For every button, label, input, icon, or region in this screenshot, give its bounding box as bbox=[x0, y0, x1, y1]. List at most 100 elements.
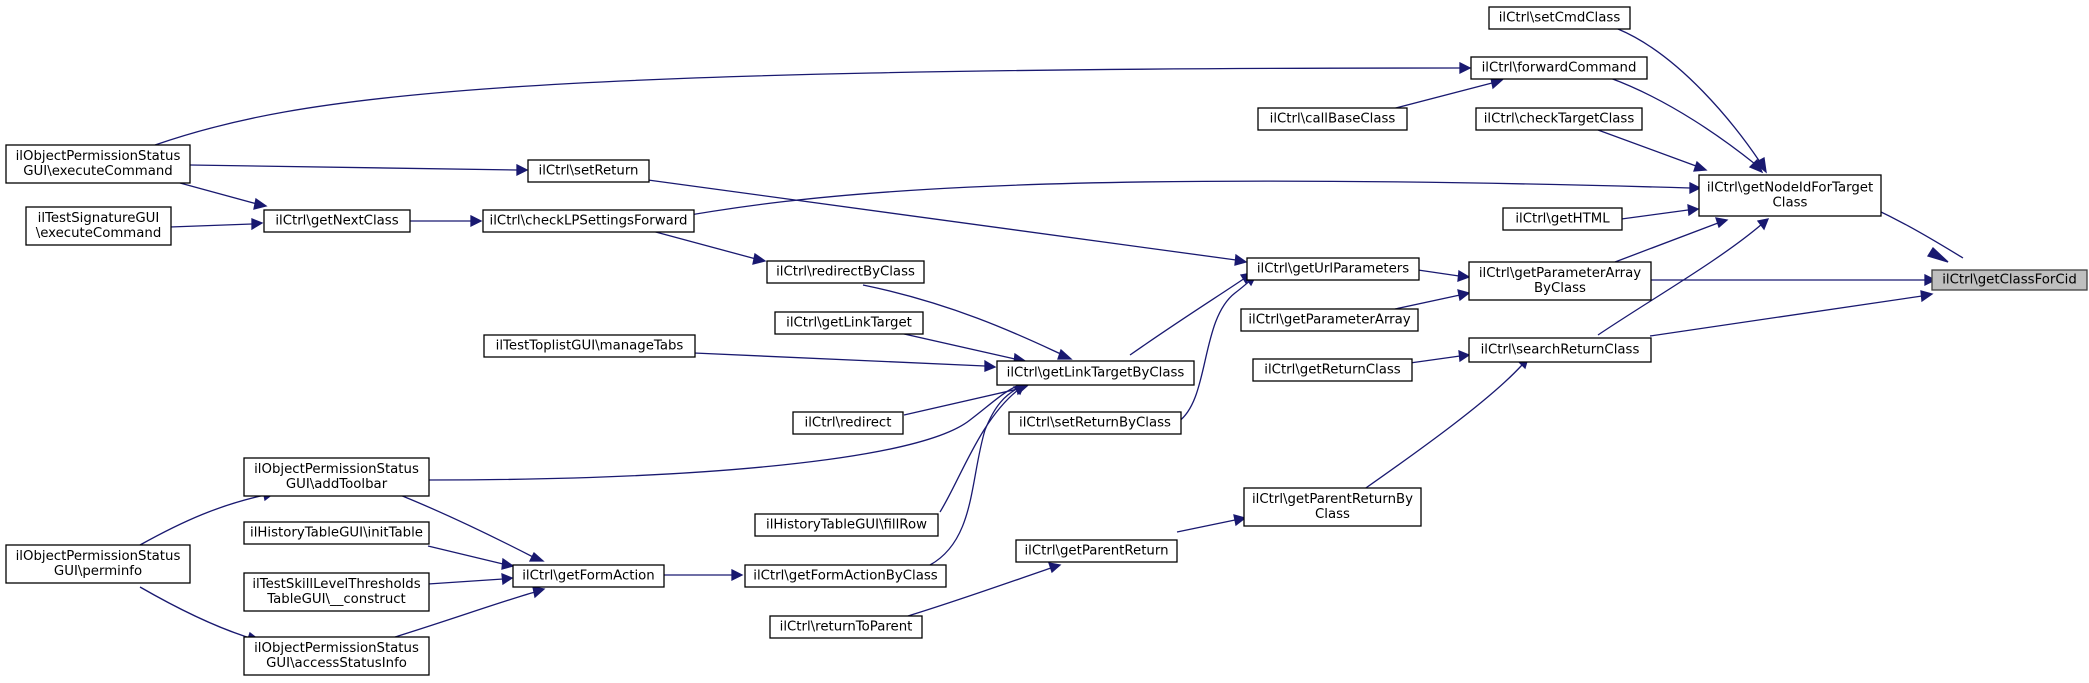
node-box bbox=[5, 544, 191, 584]
node-box bbox=[5, 144, 191, 184]
node-box bbox=[1931, 269, 2088, 291]
node-set-cmd-class[interactable]: ilCtrl\setCmdClass bbox=[1488, 6, 1631, 30]
node-search-return-class[interactable]: ilCtrl\searchReturnClass bbox=[1468, 337, 1652, 363]
node-box bbox=[243, 521, 430, 545]
edge-getformaction-to-getformactionbyclass bbox=[664, 568, 744, 582]
node-label: ByClass bbox=[1534, 281, 1586, 296]
node-get-html[interactable]: ilCtrl\getHTML bbox=[1502, 207, 1623, 231]
edge-searchreturnclass-to-getclassforcid bbox=[1649, 290, 1934, 337]
node-construct[interactable]: ilTestSkillLevelThresholdsTableGUI\__con… bbox=[243, 572, 430, 612]
node-box bbox=[1252, 358, 1413, 382]
node-label: ilObjectPermissionStatus bbox=[16, 149, 181, 164]
node-label: ilCtrl\checkLPSettingsForward bbox=[490, 214, 688, 229]
node-label: ilCtrl\getClassForCid bbox=[1942, 273, 2077, 288]
edge-redirect-to-getlinktargetbyclass bbox=[903, 383, 1029, 416]
node-access-status-info[interactable]: ilObjectPermissionStatusGUI\accessStatus… bbox=[243, 636, 430, 676]
node-label: ilCtrl\getFormActionByClass bbox=[753, 569, 938, 584]
node-label: ilCtrl\getLinkTarget bbox=[786, 316, 912, 331]
node-box bbox=[512, 564, 665, 588]
edge-searchreturnclass-to-getnodeid bbox=[1597, 218, 1770, 336]
edge-callbaseclass-to-forwardcommand bbox=[1387, 77, 1504, 111]
edge-getparameterarray-to-getparameterarraybyclass bbox=[1394, 289, 1471, 310]
edge-setcmdclass-to-getnodeid bbox=[1617, 28, 1767, 174]
node-label: \executeCommand bbox=[36, 226, 162, 241]
edge-getparameterarraybyclass-to-getnodeid bbox=[1614, 217, 1729, 263]
node-init-table[interactable]: ilHistoryTableGUI\initTable bbox=[243, 521, 430, 545]
node-get-url-parameters[interactable]: ilCtrl\getUrlParameters bbox=[1246, 257, 1420, 281]
node-box bbox=[1470, 56, 1648, 80]
node-get-parameter-array[interactable]: ilCtrl\getParameterArray bbox=[1240, 308, 1419, 332]
edge-opsexecutecommand-to-forwardcommand bbox=[154, 61, 1472, 146]
node-box bbox=[1698, 174, 1882, 217]
node-label: ilHistoryTableGUI\initTable bbox=[250, 526, 423, 541]
node-get-next-class[interactable]: ilCtrl\getNextClass bbox=[263, 209, 411, 233]
node-label: ilCtrl\forwardCommand bbox=[1482, 61, 1637, 76]
node-get-link-target-by-class[interactable]: ilCtrl\getLinkTargetByClass bbox=[996, 360, 1195, 386]
node-label: TableGUI\__construct bbox=[266, 592, 406, 607]
node-call-base-class[interactable]: ilCtrl\callBaseClass bbox=[1257, 107, 1408, 131]
node-label: ilCtrl\setReturn bbox=[539, 164, 639, 179]
node-set-return[interactable]: ilCtrl\setReturn bbox=[527, 159, 650, 183]
node-set-return-by-class[interactable]: ilCtrl\setReturnByClass bbox=[1008, 411, 1182, 435]
edge-setreturn-to-geturlparameters bbox=[647, 179, 1248, 266]
edge-getparameterarraybyclass-to-getclassforcid bbox=[1650, 273, 1937, 287]
node-label: Class bbox=[1773, 196, 1808, 211]
edge-addtoolbar-to-getformaction bbox=[394, 492, 545, 562]
edge-geturlparameters-to-getparameterarraybyclass bbox=[1417, 269, 1471, 282]
node-check-lpsettings-forward[interactable]: ilCtrl\checkLPSettingsForward bbox=[482, 209, 695, 233]
edge-getformactionbyclass-to-getlinktargetbyclass bbox=[929, 383, 1029, 566]
node-box bbox=[1468, 261, 1652, 301]
node-label: ilCtrl\getParameterArray bbox=[1248, 313, 1410, 328]
node-get-link-target[interactable]: ilCtrl\getLinkTarget bbox=[774, 311, 924, 335]
node-get-return-class[interactable]: ilCtrl\getReturnClass bbox=[1252, 358, 1413, 382]
node-label: ilCtrl\getHTML bbox=[1515, 212, 1610, 227]
node-label: ilObjectPermissionStatus bbox=[254, 462, 419, 477]
edge-returntoparent-to-getparentreturn bbox=[907, 562, 1062, 617]
node-box bbox=[769, 615, 923, 639]
node-ops-execute-command[interactable]: ilObjectPermissionStatusGUI\executeComma… bbox=[5, 144, 191, 184]
node-check-target-class[interactable]: ilCtrl\checkTargetClass bbox=[1475, 107, 1643, 131]
node-forward-command[interactable]: ilCtrl\forwardCommand bbox=[1470, 56, 1648, 80]
edge-addtoolbar-to-getlinktargetbyclass bbox=[427, 380, 1030, 481]
node-label: ilCtrl\getReturnClass bbox=[1264, 363, 1401, 378]
node-get-parent-return[interactable]: ilCtrl\getParentReturn bbox=[1015, 539, 1178, 563]
node-redirect[interactable]: ilCtrl\redirect bbox=[792, 411, 904, 435]
node-box bbox=[766, 260, 925, 284]
node-box bbox=[25, 206, 172, 246]
node-label: ilTestSignatureGUI bbox=[38, 211, 160, 226]
node-label: ilTestToplistGUI\manageTabs bbox=[496, 339, 684, 354]
node-box bbox=[243, 457, 430, 497]
node-redirect-by-class[interactable]: ilCtrl\redirectByClass bbox=[766, 260, 925, 284]
node-get-class-for-cid[interactable]: ilCtrl\getClassForCid bbox=[1931, 269, 2088, 291]
node-label: ilCtrl\callBaseClass bbox=[1270, 112, 1396, 127]
node-box bbox=[1246, 257, 1420, 281]
node-return-to-parent[interactable]: ilCtrl\returnToParent bbox=[769, 615, 923, 639]
node-sig-execute-command[interactable]: ilTestSignatureGUI\executeCommand bbox=[25, 206, 172, 246]
node-label: Class bbox=[1315, 507, 1350, 522]
node-box bbox=[482, 209, 695, 233]
edge-sigexecutecommand-to-getnextclass bbox=[169, 218, 264, 231]
node-box bbox=[1243, 487, 1422, 527]
node-get-form-action[interactable]: ilCtrl\getFormAction bbox=[512, 564, 665, 588]
node-box bbox=[754, 513, 939, 537]
node-box bbox=[1240, 308, 1419, 332]
node-box bbox=[1015, 539, 1178, 563]
node-manage-tabs[interactable]: ilTestToplistGUI\manageTabs bbox=[483, 334, 696, 358]
node-fill-row[interactable]: ilHistoryTableGUI\fillRow bbox=[754, 513, 939, 537]
node-get-form-action-by-class[interactable]: ilCtrl\getFormActionByClass bbox=[744, 564, 947, 588]
node-label: ilCtrl\setCmdClass bbox=[1499, 11, 1621, 26]
node-box bbox=[527, 159, 650, 183]
node-box bbox=[243, 636, 430, 676]
node-box bbox=[263, 209, 411, 233]
node-label: ilCtrl\searchReturnClass bbox=[1481, 343, 1640, 358]
node-box bbox=[243, 572, 430, 612]
call-graph-nodes: ilCtrl\getClassForCid ilCtrl\getNodeIdFor… bbox=[5, 6, 2088, 676]
node-box bbox=[996, 360, 1195, 386]
edge-accessstatusinfo-to-getformaction bbox=[394, 586, 546, 638]
node-label: ilObjectPermissionStatus bbox=[16, 549, 181, 564]
